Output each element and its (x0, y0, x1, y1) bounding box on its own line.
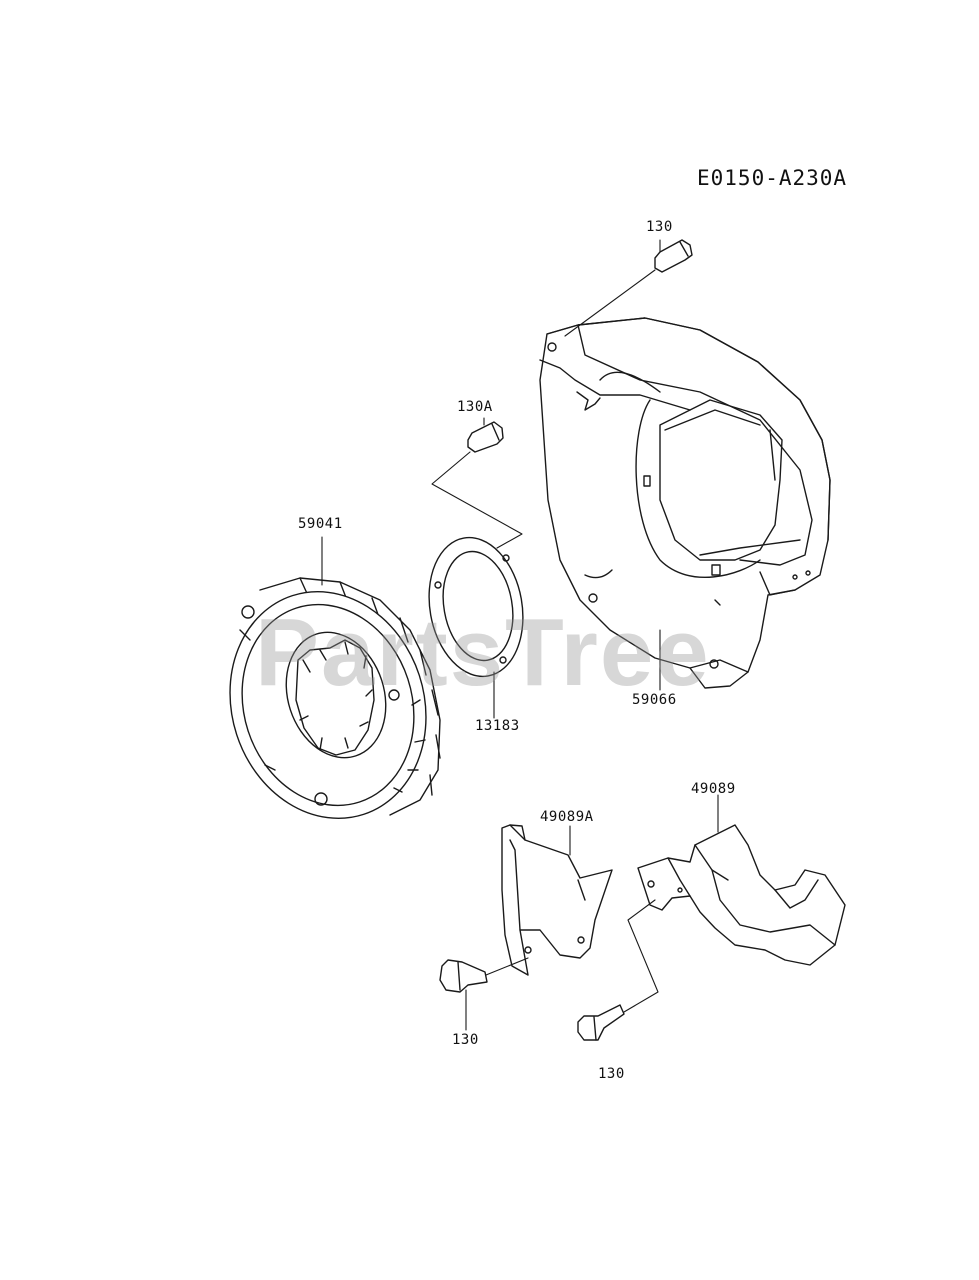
label-bolt-130-bottom-right[interactable]: 130 (598, 1066, 625, 1082)
label-bolt-130-bottom-left[interactable]: 130 (452, 1032, 479, 1048)
diagram-code: E0150-A230A (697, 166, 848, 190)
cover-49089a (501, 824, 613, 976)
plate-13183 (428, 536, 524, 678)
blower-housing-59066 (539, 317, 831, 689)
label-housing-59066[interactable]: 59066 (632, 692, 677, 708)
fan-59041 (229, 577, 441, 820)
bolt-130-top (654, 239, 693, 273)
label-cover-49089[interactable]: 49089 (691, 781, 736, 797)
label-bolt-130-top[interactable]: 130 (646, 219, 673, 235)
cover-49089 (637, 824, 846, 966)
label-fan-59041[interactable]: 59041 (298, 516, 343, 532)
bolt-130-bottom-left (439, 959, 488, 993)
label-plate-13183[interactable]: 13183 (475, 718, 520, 734)
leader-lines (321, 239, 719, 1031)
bolt-130-bottom-right (577, 1004, 625, 1041)
bolt-130a (467, 421, 504, 453)
label-bolt-130a[interactable]: 130A (457, 399, 493, 415)
label-cover-49089a[interactable]: 49089A (540, 809, 594, 825)
